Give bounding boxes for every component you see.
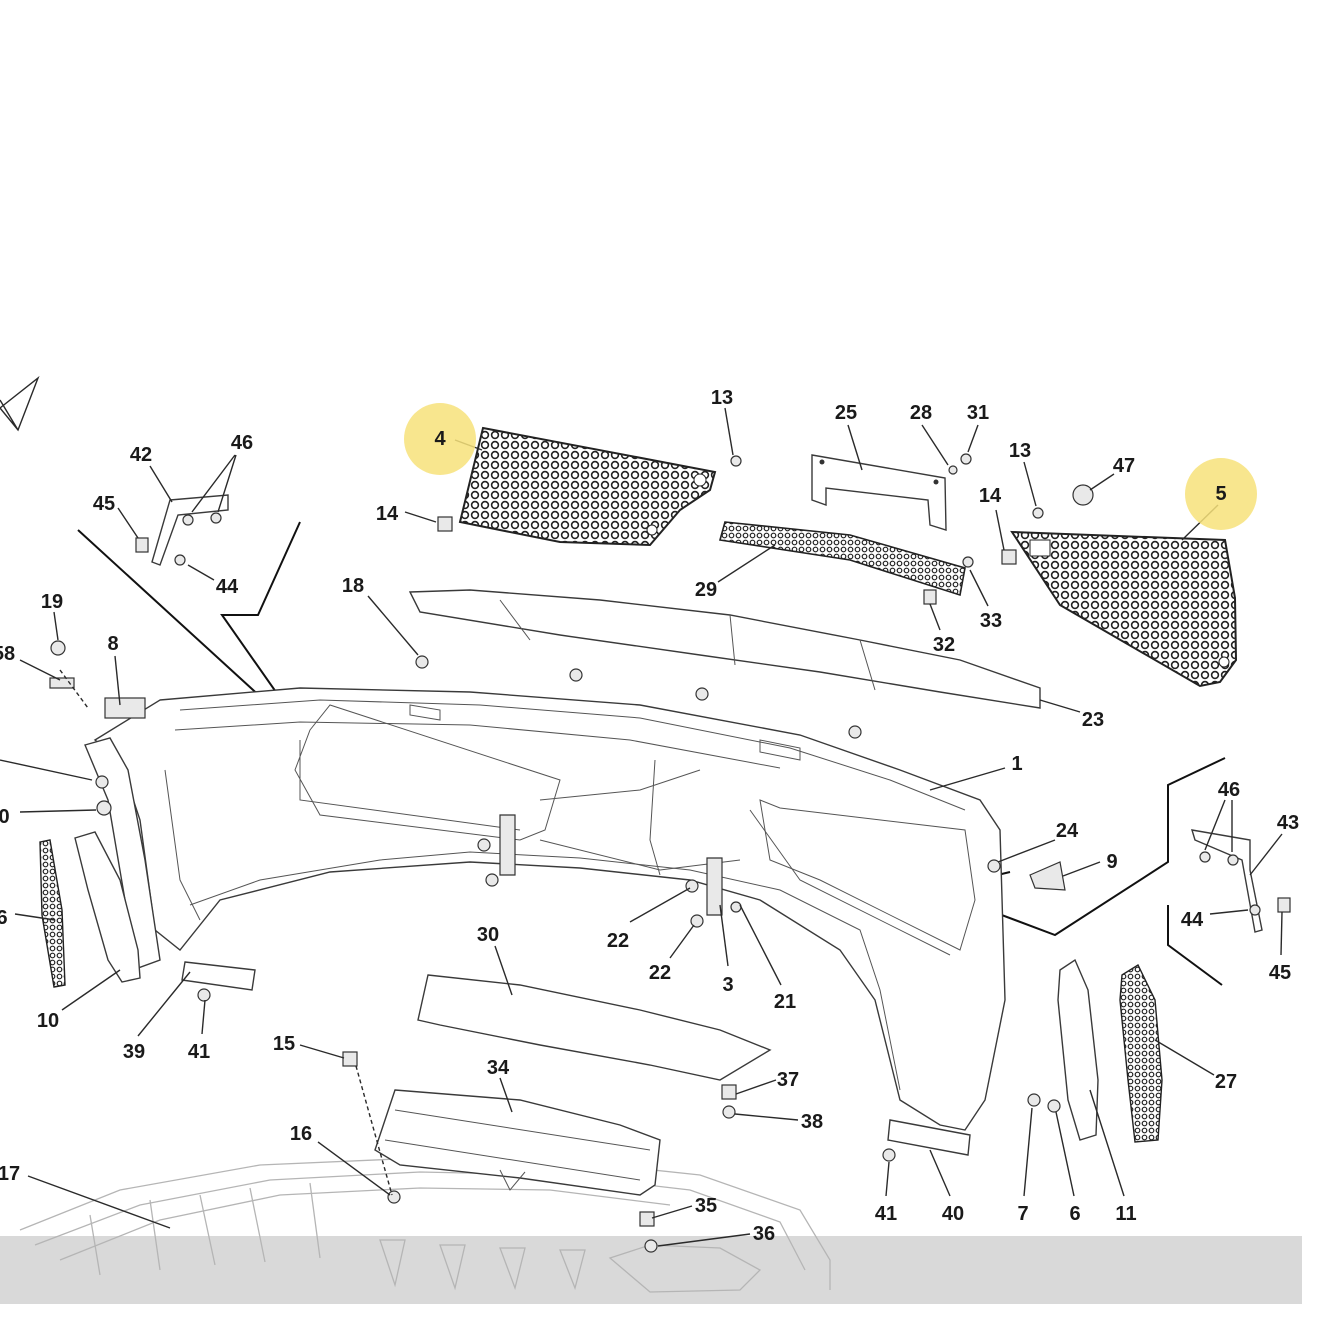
lower-lip-30 — [417, 974, 772, 1081]
part-label-10: 10 — [37, 1010, 59, 1032]
part-label-58: 58 — [0, 643, 15, 665]
part-label-44b: 44 — [1181, 909, 1204, 931]
part-label-4: 4 — [434, 428, 446, 450]
bracket-43 — [1191, 829, 1263, 933]
part-label-22a: 22 — [607, 930, 629, 952]
part-number-labels: 4513252831134742464514144418291933328582… — [0, 387, 1299, 1245]
bumper-body-1 — [93, 687, 1006, 1131]
part-label-9: 9 — [1106, 851, 1117, 873]
mesh-strip-29 — [718, 521, 966, 597]
part-label-3: 3 — [722, 974, 733, 996]
part-label-41a: 41 — [188, 1041, 210, 1063]
part-label-45b: 45 — [1269, 962, 1291, 984]
part-label-38: 38 — [801, 1111, 823, 1133]
reflector-strip-right-27 — [1119, 963, 1163, 1143]
bracket-42 — [151, 494, 229, 566]
part-label-6a: 6 — [0, 907, 8, 929]
part-label-14a: 14 — [376, 503, 399, 525]
part-label-40: 40 — [942, 1203, 964, 1225]
direction-arrow — [0, 375, 40, 432]
part-label-13a: 13 — [711, 387, 733, 409]
part-label-31: 31 — [967, 402, 989, 424]
part-label-36: 36 — [753, 1223, 775, 1245]
grille-right-5 — [1010, 530, 1238, 688]
bracket-25 — [811, 454, 947, 531]
part-label-25: 25 — [835, 402, 857, 424]
part-label-43: 43 — [1277, 812, 1299, 834]
part-label-24: 24 — [1056, 820, 1079, 842]
lower-housing-34 — [374, 1089, 661, 1196]
part-label-6b: 6 — [1069, 1203, 1080, 1225]
part-label-46b: 46 — [1218, 779, 1240, 801]
bumper-left-side — [84, 737, 161, 969]
part-label-46a: 46 — [231, 432, 253, 454]
part-label-29: 29 — [695, 579, 717, 601]
part-label-44a: 44 — [216, 576, 239, 598]
part-label-14b: 14 — [979, 485, 1002, 507]
part-label-39: 39 — [123, 1041, 145, 1063]
bracket-39 — [181, 961, 256, 991]
part-label-45a: 45 — [93, 493, 115, 515]
leader-lines — [0, 407, 1283, 1247]
part-label-17: 17 — [0, 1163, 20, 1185]
part-label-1: 1 — [1011, 753, 1022, 775]
part-label-34: 34 — [487, 1057, 510, 1079]
grille-left-4 — [458, 426, 717, 547]
part-label-13b: 13 — [1009, 440, 1031, 462]
part-label-22b: 22 — [649, 962, 671, 984]
part-label-27: 27 — [1215, 1071, 1237, 1093]
trim-bar-23 — [408, 589, 1041, 709]
bracket-40 — [887, 1119, 971, 1156]
part-label-41b: 41 — [875, 1203, 897, 1225]
part-label-23: 23 — [1082, 709, 1104, 731]
part-label-35: 35 — [695, 1195, 717, 1217]
part-label-47: 47 — [1113, 455, 1135, 477]
fasteners — [49, 453, 1291, 1253]
part-label-18: 18 — [342, 575, 364, 597]
part-label-5: 5 — [1215, 483, 1226, 505]
part-label-8: 8 — [107, 633, 118, 655]
part-label-28: 28 — [910, 402, 932, 424]
highlight-circle-4 — [404, 403, 476, 475]
part-label-16: 16 — [290, 1123, 312, 1145]
part-label-15: 15 — [273, 1033, 295, 1055]
part-label-32: 32 — [933, 634, 955, 656]
reflector-strip-left — [39, 839, 66, 988]
part-label-42: 42 — [130, 444, 152, 466]
part-label-37: 37 — [777, 1069, 799, 1091]
part-label-30: 30 — [477, 924, 499, 946]
highlight-circle-5 — [1185, 458, 1257, 530]
part-label-19: 19 — [41, 591, 63, 613]
part-label-21: 21 — [774, 991, 796, 1013]
part-label-11: 11 — [1115, 1203, 1136, 1225]
part-label-33: 33 — [980, 610, 1002, 632]
side-trim-left-10 — [74, 831, 141, 983]
part-label-7: 7 — [1017, 1203, 1028, 1225]
side-trim-right-11 — [1057, 958, 1099, 1141]
part-label-0: 0 — [0, 806, 10, 828]
